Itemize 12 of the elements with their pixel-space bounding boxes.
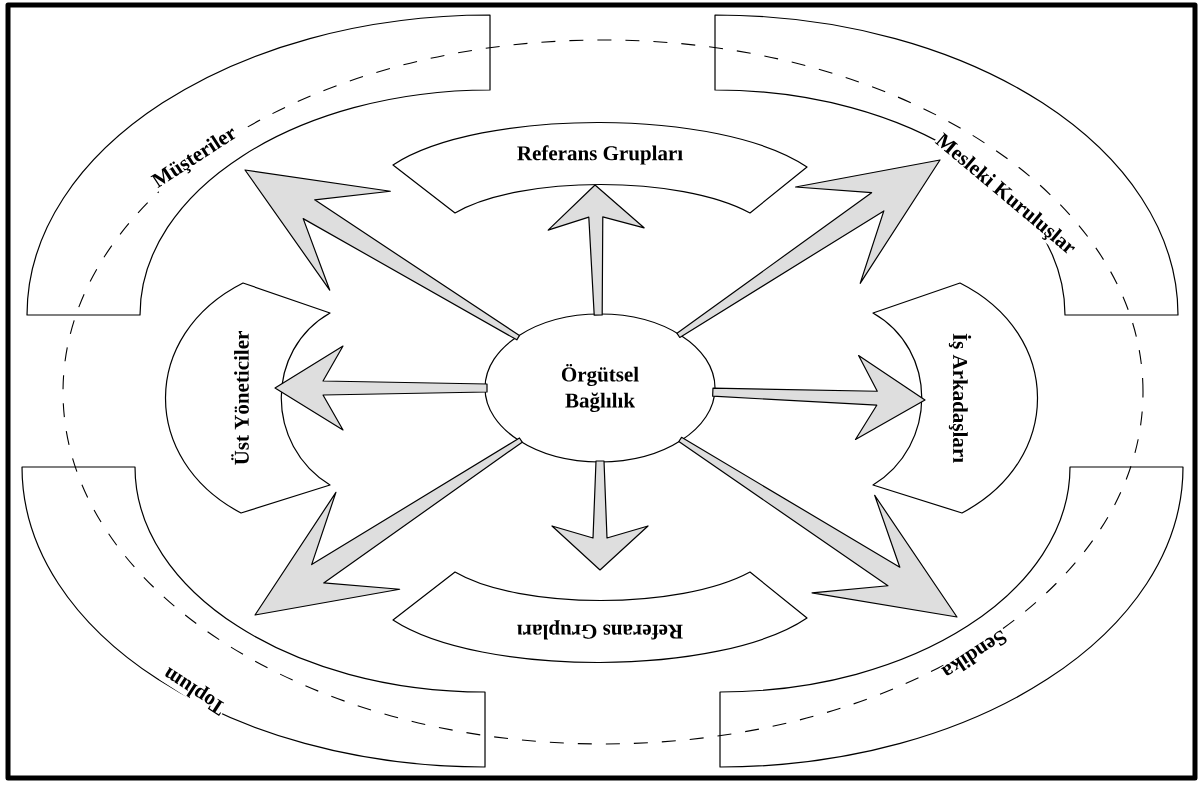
arrow	[244, 169, 520, 341]
arc-band: Referans Grupları	[392, 121, 808, 214]
arrow	[712, 354, 926, 441]
arrow	[678, 436, 958, 618]
arrow	[274, 345, 488, 431]
arrow	[547, 184, 645, 316]
arc-band: Üst Yöneticiler	[164, 282, 331, 514]
arrow	[676, 159, 941, 339]
arrow	[551, 460, 649, 571]
arc-band: Referans Grupları	[392, 571, 808, 664]
arc-band: İş Arkadaşları	[872, 282, 1039, 514]
arrow	[254, 437, 523, 616]
